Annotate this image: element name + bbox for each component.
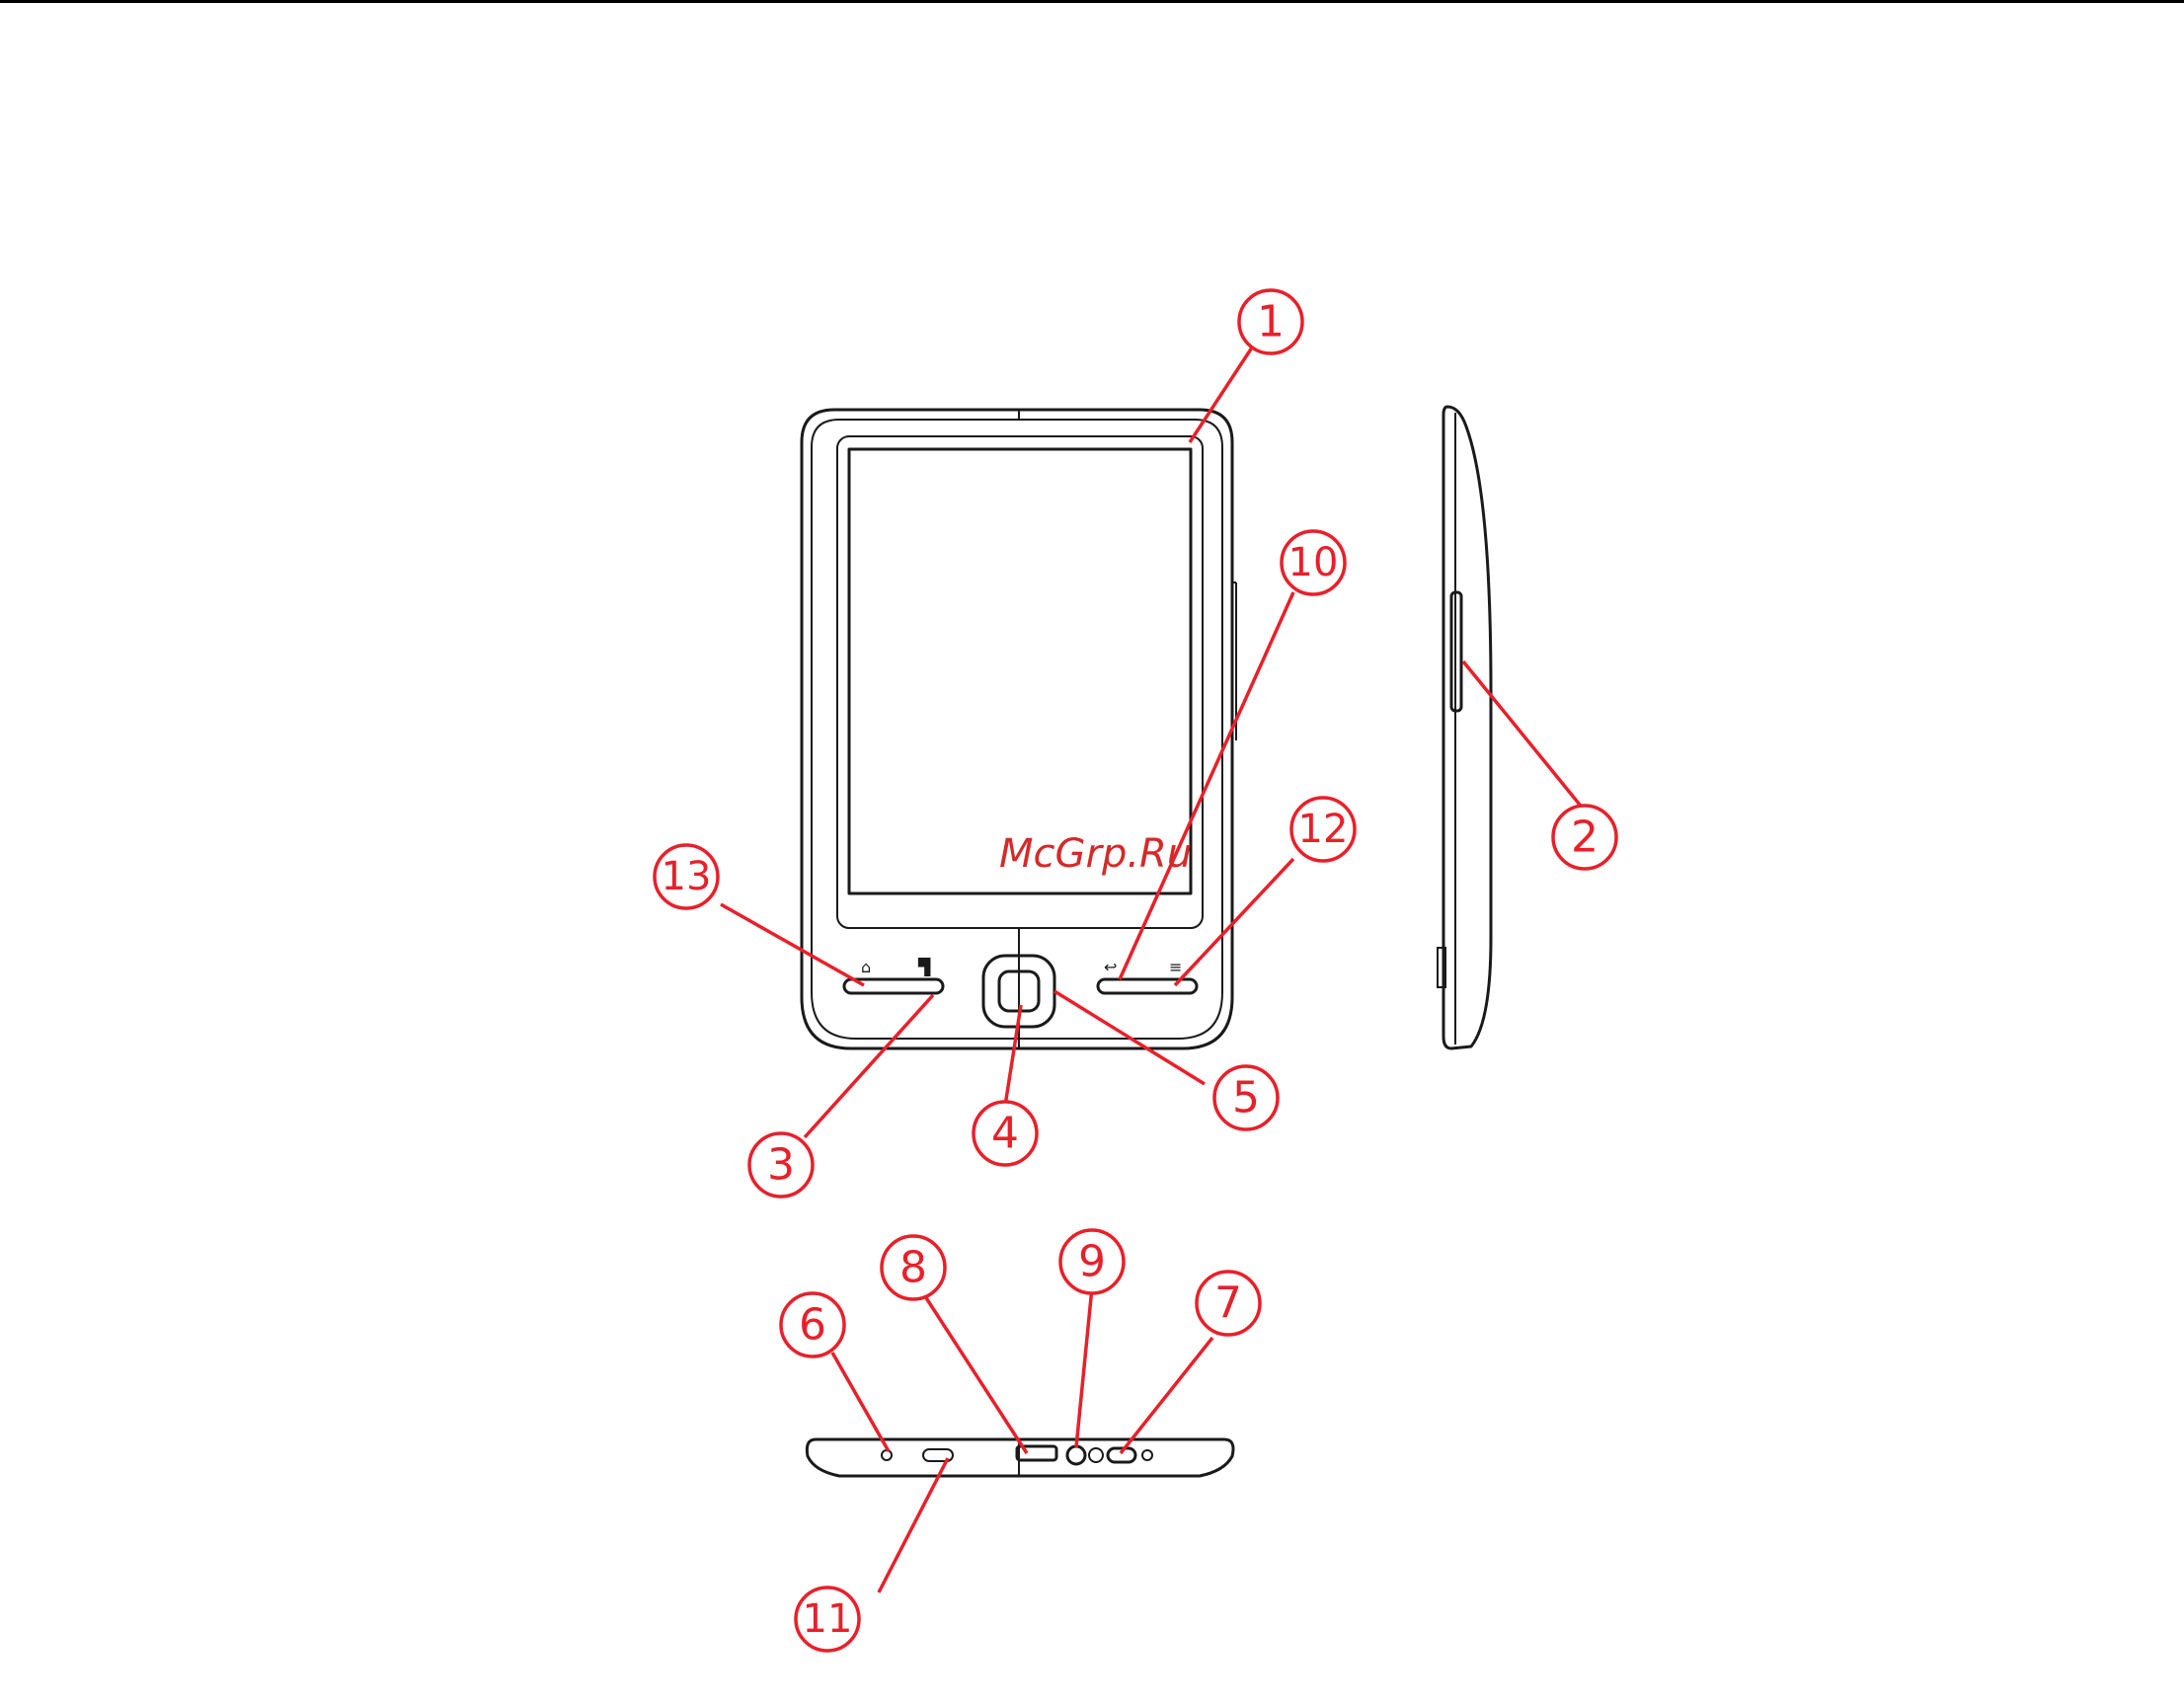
callout-7-label: 7 xyxy=(1214,1278,1242,1329)
leader-6 xyxy=(832,1353,889,1451)
callout-2-label: 2 xyxy=(1571,813,1599,863)
leader-2 xyxy=(1463,661,1584,810)
callout-5: 5 xyxy=(1214,1066,1278,1129)
reset-hole xyxy=(882,1450,892,1460)
callouts: 1 2 3 4 5 6 7 8 xyxy=(655,290,1616,1651)
leader-8 xyxy=(923,1293,1027,1453)
callout-3: 3 xyxy=(749,1133,813,1197)
dc-port xyxy=(1142,1450,1152,1460)
callout-6-label: 6 xyxy=(799,1300,826,1351)
callout-10-label: 10 xyxy=(1288,540,1339,585)
callout-8: 8 xyxy=(882,1236,945,1299)
leader-7 xyxy=(1121,1338,1212,1453)
right-page-button xyxy=(1098,979,1197,993)
front-body-outline xyxy=(802,410,1232,1048)
led-indicator xyxy=(1089,1448,1103,1462)
callout-11-label: 11 xyxy=(803,1596,853,1642)
leader-9 xyxy=(1076,1287,1092,1447)
callout-9-label: 9 xyxy=(1078,1237,1106,1287)
callout-3-label: 3 xyxy=(767,1140,795,1191)
callout-12-label: 12 xyxy=(1298,807,1349,852)
front-bezel-inner xyxy=(812,420,1222,1039)
callout-9: 9 xyxy=(1060,1230,1124,1293)
callout-7: 7 xyxy=(1197,1272,1260,1335)
callout-6: 6 xyxy=(781,1293,844,1356)
leader-13 xyxy=(721,904,864,985)
callout-13-label: 13 xyxy=(662,854,712,899)
callout-4: 4 xyxy=(974,1102,1037,1165)
callout-10: 10 xyxy=(1282,531,1345,594)
leader-10 xyxy=(1120,592,1293,979)
home-icon: ⌂ xyxy=(861,958,871,976)
leader-3 xyxy=(805,995,933,1137)
callout-1: 1 xyxy=(1239,290,1302,353)
callout-11: 11 xyxy=(796,1588,859,1651)
callout-5-label: 5 xyxy=(1232,1073,1260,1123)
watermark: McGrp.Ru xyxy=(999,831,1192,877)
callout-8-label: 8 xyxy=(899,1243,927,1293)
bookmark-icon: ▜ xyxy=(917,958,931,976)
leader-12 xyxy=(1175,859,1293,985)
callout-1-label: 1 xyxy=(1257,297,1285,348)
menu-icon: ≡ xyxy=(1169,958,1182,976)
leader-11 xyxy=(879,1458,948,1592)
back-icon: ↩ xyxy=(1104,958,1117,976)
callout-2: 2 xyxy=(1553,806,1616,869)
front-view: ⌂ ▜ ↩ ≡ xyxy=(802,410,1236,1048)
callout-4-label: 4 xyxy=(991,1109,1019,1159)
side-body-outline xyxy=(1443,407,1491,1048)
audio-jack xyxy=(1067,1446,1085,1464)
leader-1 xyxy=(1190,348,1252,442)
side-view xyxy=(1438,407,1491,1048)
screen xyxy=(849,449,1191,893)
callout-12: 12 xyxy=(1291,798,1355,861)
callout-13: 13 xyxy=(655,845,718,908)
leader-4 xyxy=(1005,1005,1021,1106)
